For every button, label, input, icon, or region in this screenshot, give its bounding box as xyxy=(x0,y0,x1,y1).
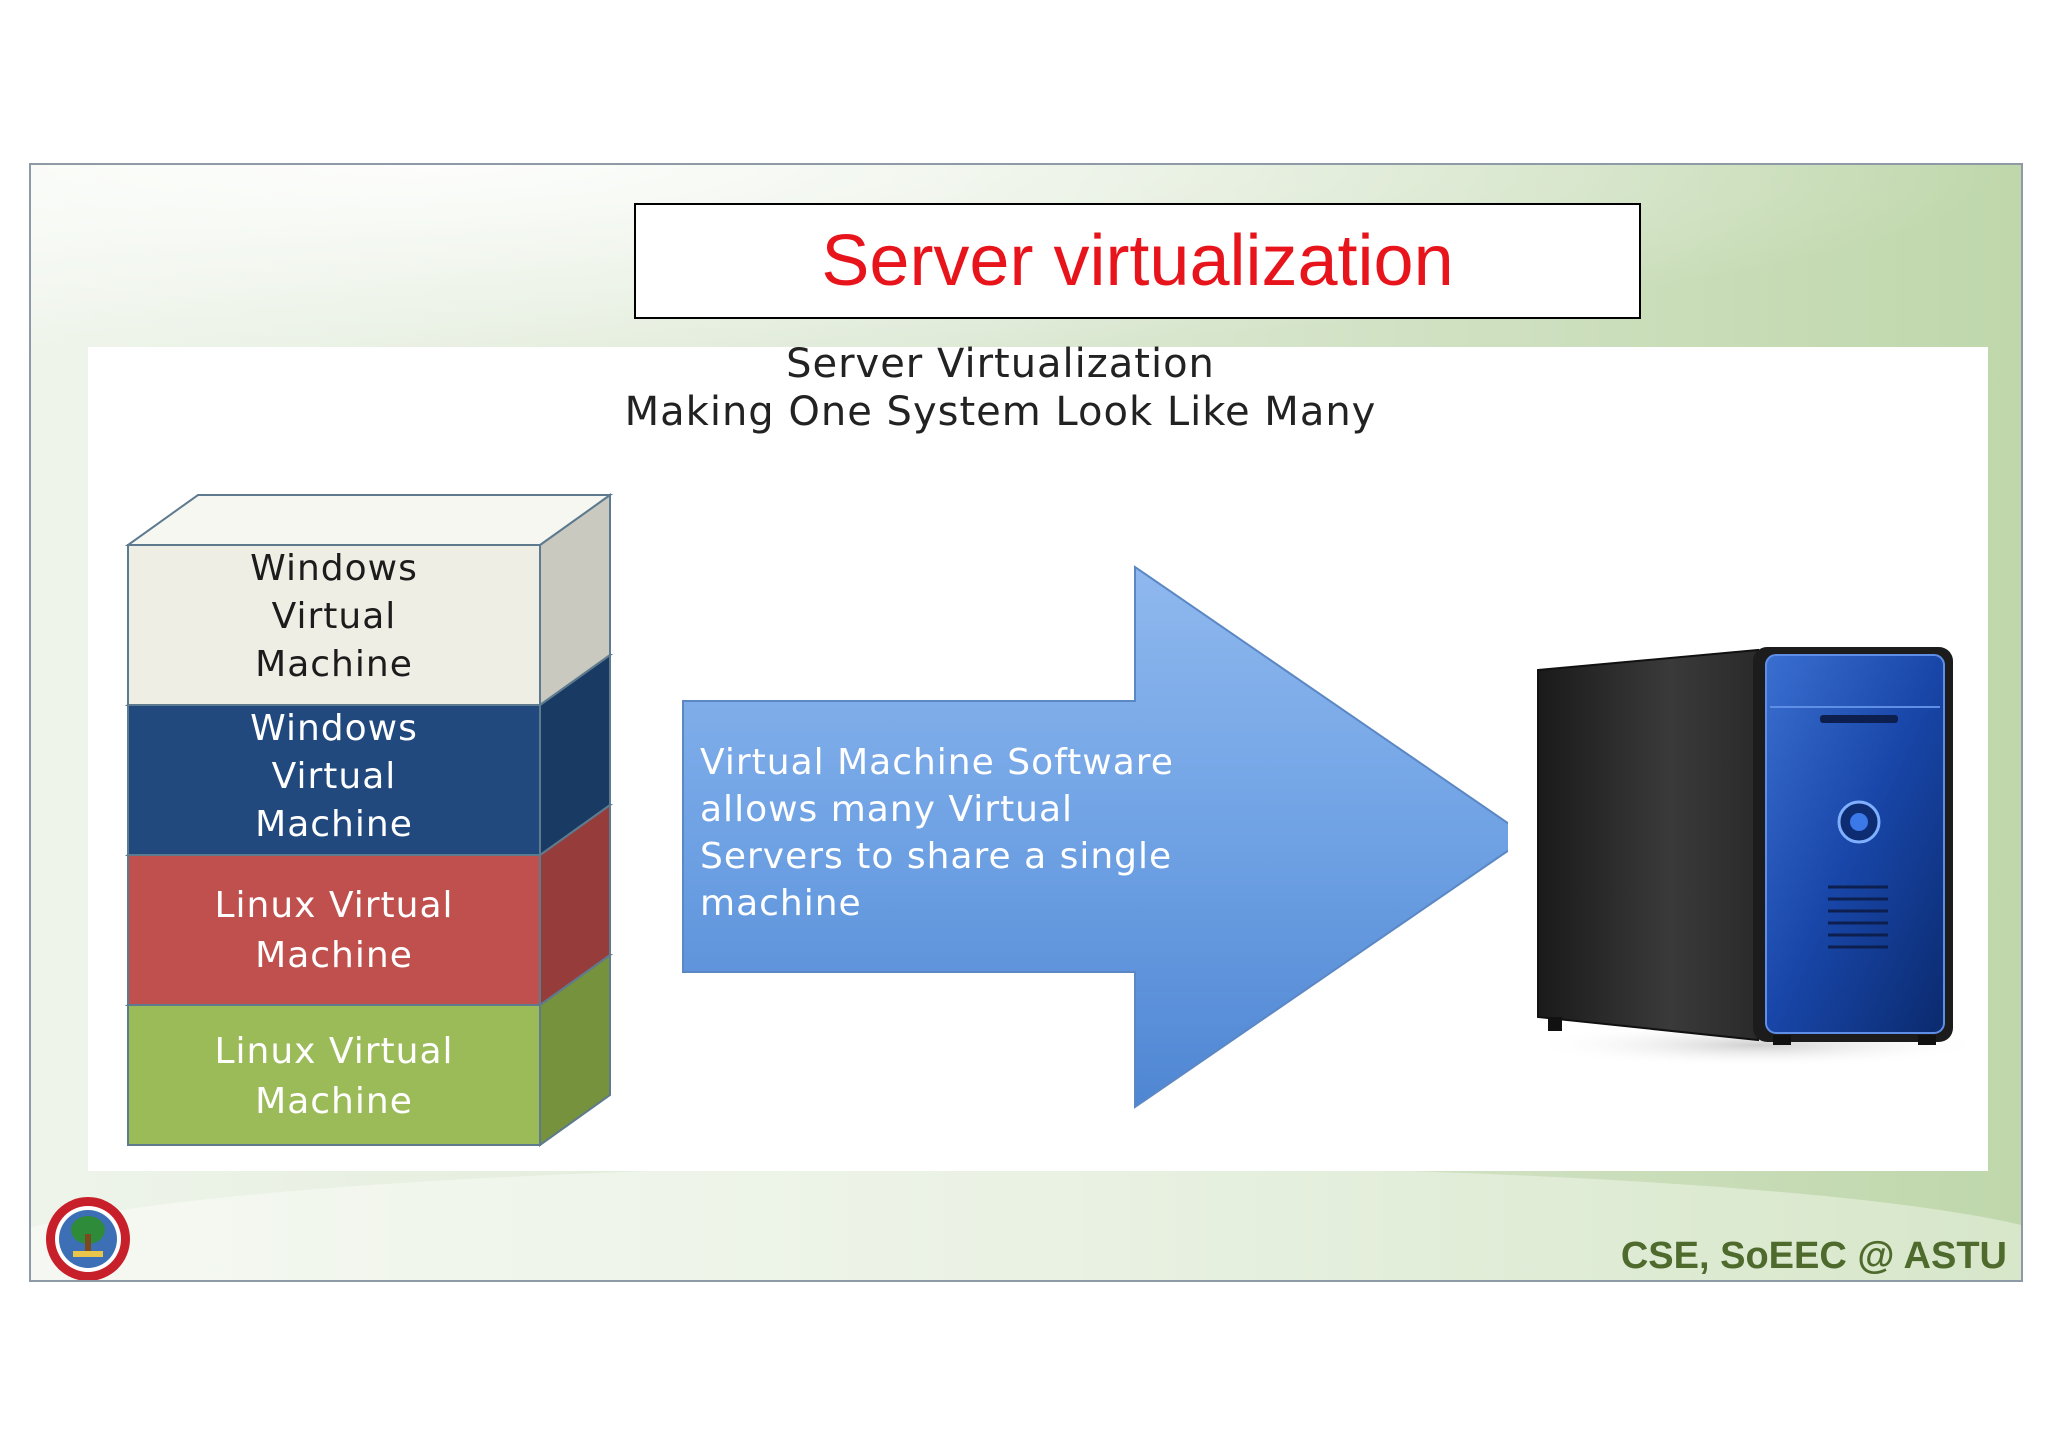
vm-label-2: Windows Virtual Machine xyxy=(128,705,540,849)
arrow-shape xyxy=(682,565,1508,1109)
arrow-text-line4: machine xyxy=(700,883,862,924)
vm-label-4-line2: Machine xyxy=(255,1081,413,1122)
vm-label-2-line3: Machine xyxy=(255,804,413,845)
arrow-text-line3: Servers to share a single xyxy=(700,836,1173,877)
title-box: Server virtualization xyxy=(634,203,1641,319)
diagram-panel: Server Virtualization Making One System … xyxy=(88,341,1988,1171)
vm-label-1-line2: Virtual xyxy=(271,596,397,637)
arrow xyxy=(682,565,1508,1109)
server-tower-icon xyxy=(1528,647,1978,1067)
vm-label-3-line2: Machine xyxy=(255,935,413,976)
footer-text: CSE, SoEEC @ ASTU xyxy=(1620,1235,2007,1277)
diagram-subtitle-2: Making One System Look Like Many xyxy=(624,389,1377,435)
vm-label-4: Linux Virtual Machine xyxy=(128,1027,540,1127)
vm-block-windows-cream xyxy=(124,493,614,707)
vm-label-2-line1: Windows xyxy=(250,708,418,749)
slide: Server virtualization Server Virtualizat… xyxy=(29,163,2023,1282)
arrow-text-line1: Virtual Machine Software xyxy=(700,742,1174,783)
arrow-text: Virtual Machine Software allows many Vir… xyxy=(700,739,1340,927)
vm-label-3-line1: Linux Virtual xyxy=(214,885,454,926)
diagram-subtitle-1: Server Virtualization xyxy=(786,341,1215,387)
arrow-text-line2: allows many Virtual xyxy=(700,789,1074,830)
vm-label-4-line1: Linux Virtual xyxy=(214,1031,454,1072)
vm-stack xyxy=(124,493,614,1147)
university-seal-icon xyxy=(46,1197,130,1280)
vm-label-2-line2: Virtual xyxy=(271,756,397,797)
vm-label-1-line3: Machine xyxy=(255,644,413,685)
vm-label-1: Windows Virtual Machine xyxy=(128,545,540,689)
vm-label-1-line1: Windows xyxy=(250,548,418,589)
vm-label-3: Linux Virtual Machine xyxy=(128,881,540,981)
slide-title: Server virtualization xyxy=(821,221,1454,301)
